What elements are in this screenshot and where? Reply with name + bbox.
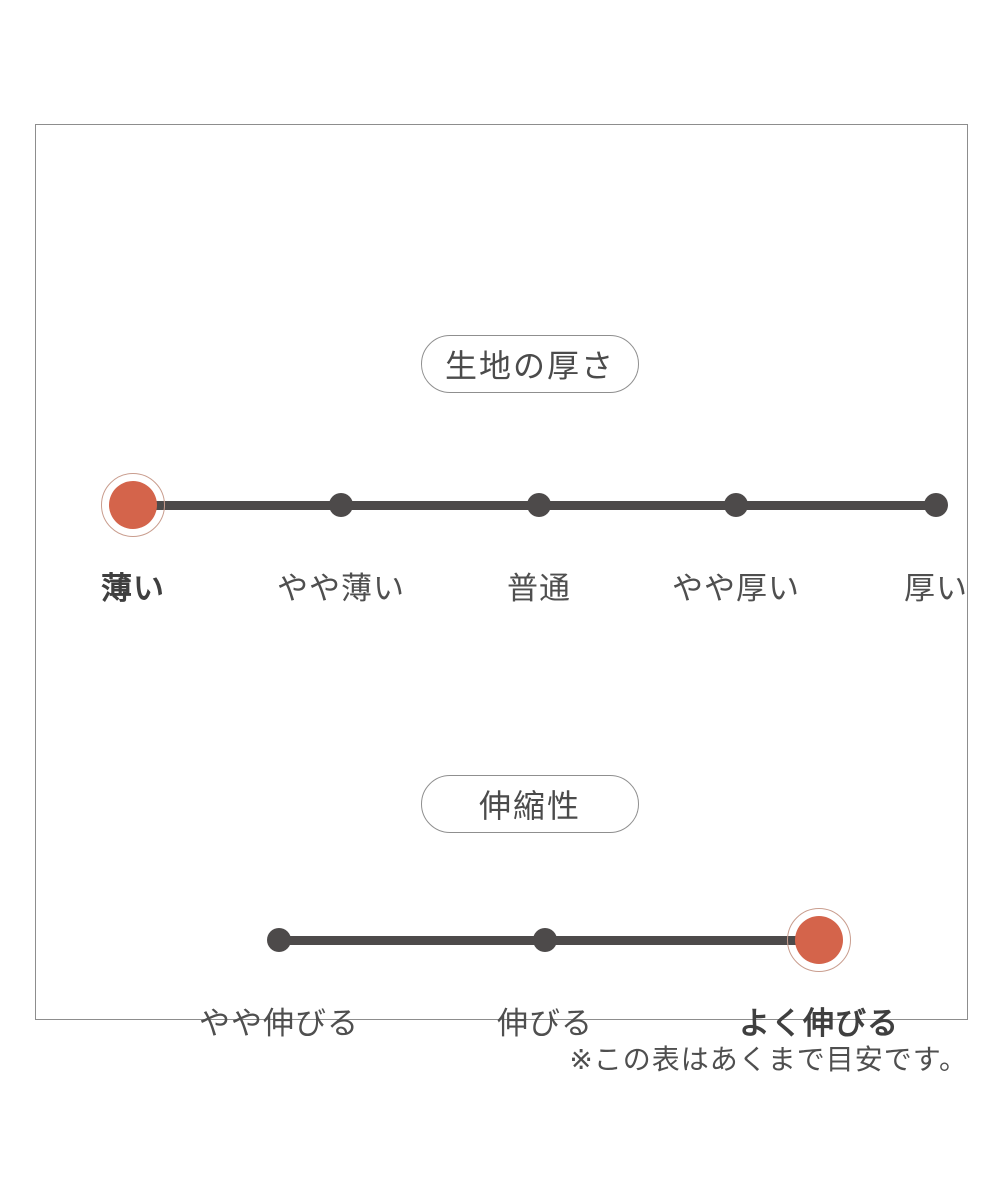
selected-ring-icon (101, 473, 165, 537)
scale-label-yaya-nobiru: やや伸びる (199, 1006, 359, 1042)
scale-dot-icon (795, 916, 843, 964)
scale-fabric-thickness: 薄い やや薄い 普通 やや厚い 厚い (36, 455, 1000, 607)
scale-label-yaya-usui: やや薄い (277, 571, 405, 607)
chart-frame: 生地の厚さ 薄い やや薄い 普通 やや厚い 厚い (35, 124, 968, 1042)
section-title-stretch: 伸縮性 (421, 775, 639, 833)
scale-stretch: やや伸びる 伸びる よく伸びる (36, 890, 1000, 1042)
scale-label-nobiru: 伸びる (497, 1006, 593, 1042)
footnote-text: ※この表はあくまで目安です。 (569, 1043, 968, 1076)
scale-label-futsuu: 普通 (507, 571, 571, 607)
scale-label-yaya-atsui: やや厚い (672, 571, 800, 607)
scale-label-atsui: 厚い (904, 571, 968, 607)
scale-dot-icon (527, 493, 551, 517)
scale-label-yoku-nobiru: よく伸びる (739, 1006, 899, 1042)
scale-dot-icon (267, 928, 291, 952)
scale-dot-icon (533, 928, 557, 952)
scale-label-usui: 薄い (101, 571, 165, 607)
scale-dot-icon (329, 493, 353, 517)
selected-ring-icon (787, 908, 851, 972)
scale-dot-icon (924, 493, 948, 517)
scale-dot-icon (109, 481, 157, 529)
scale-dot-icon (724, 493, 748, 517)
section-title-fabric-thickness: 生地の厚さ (421, 335, 639, 393)
